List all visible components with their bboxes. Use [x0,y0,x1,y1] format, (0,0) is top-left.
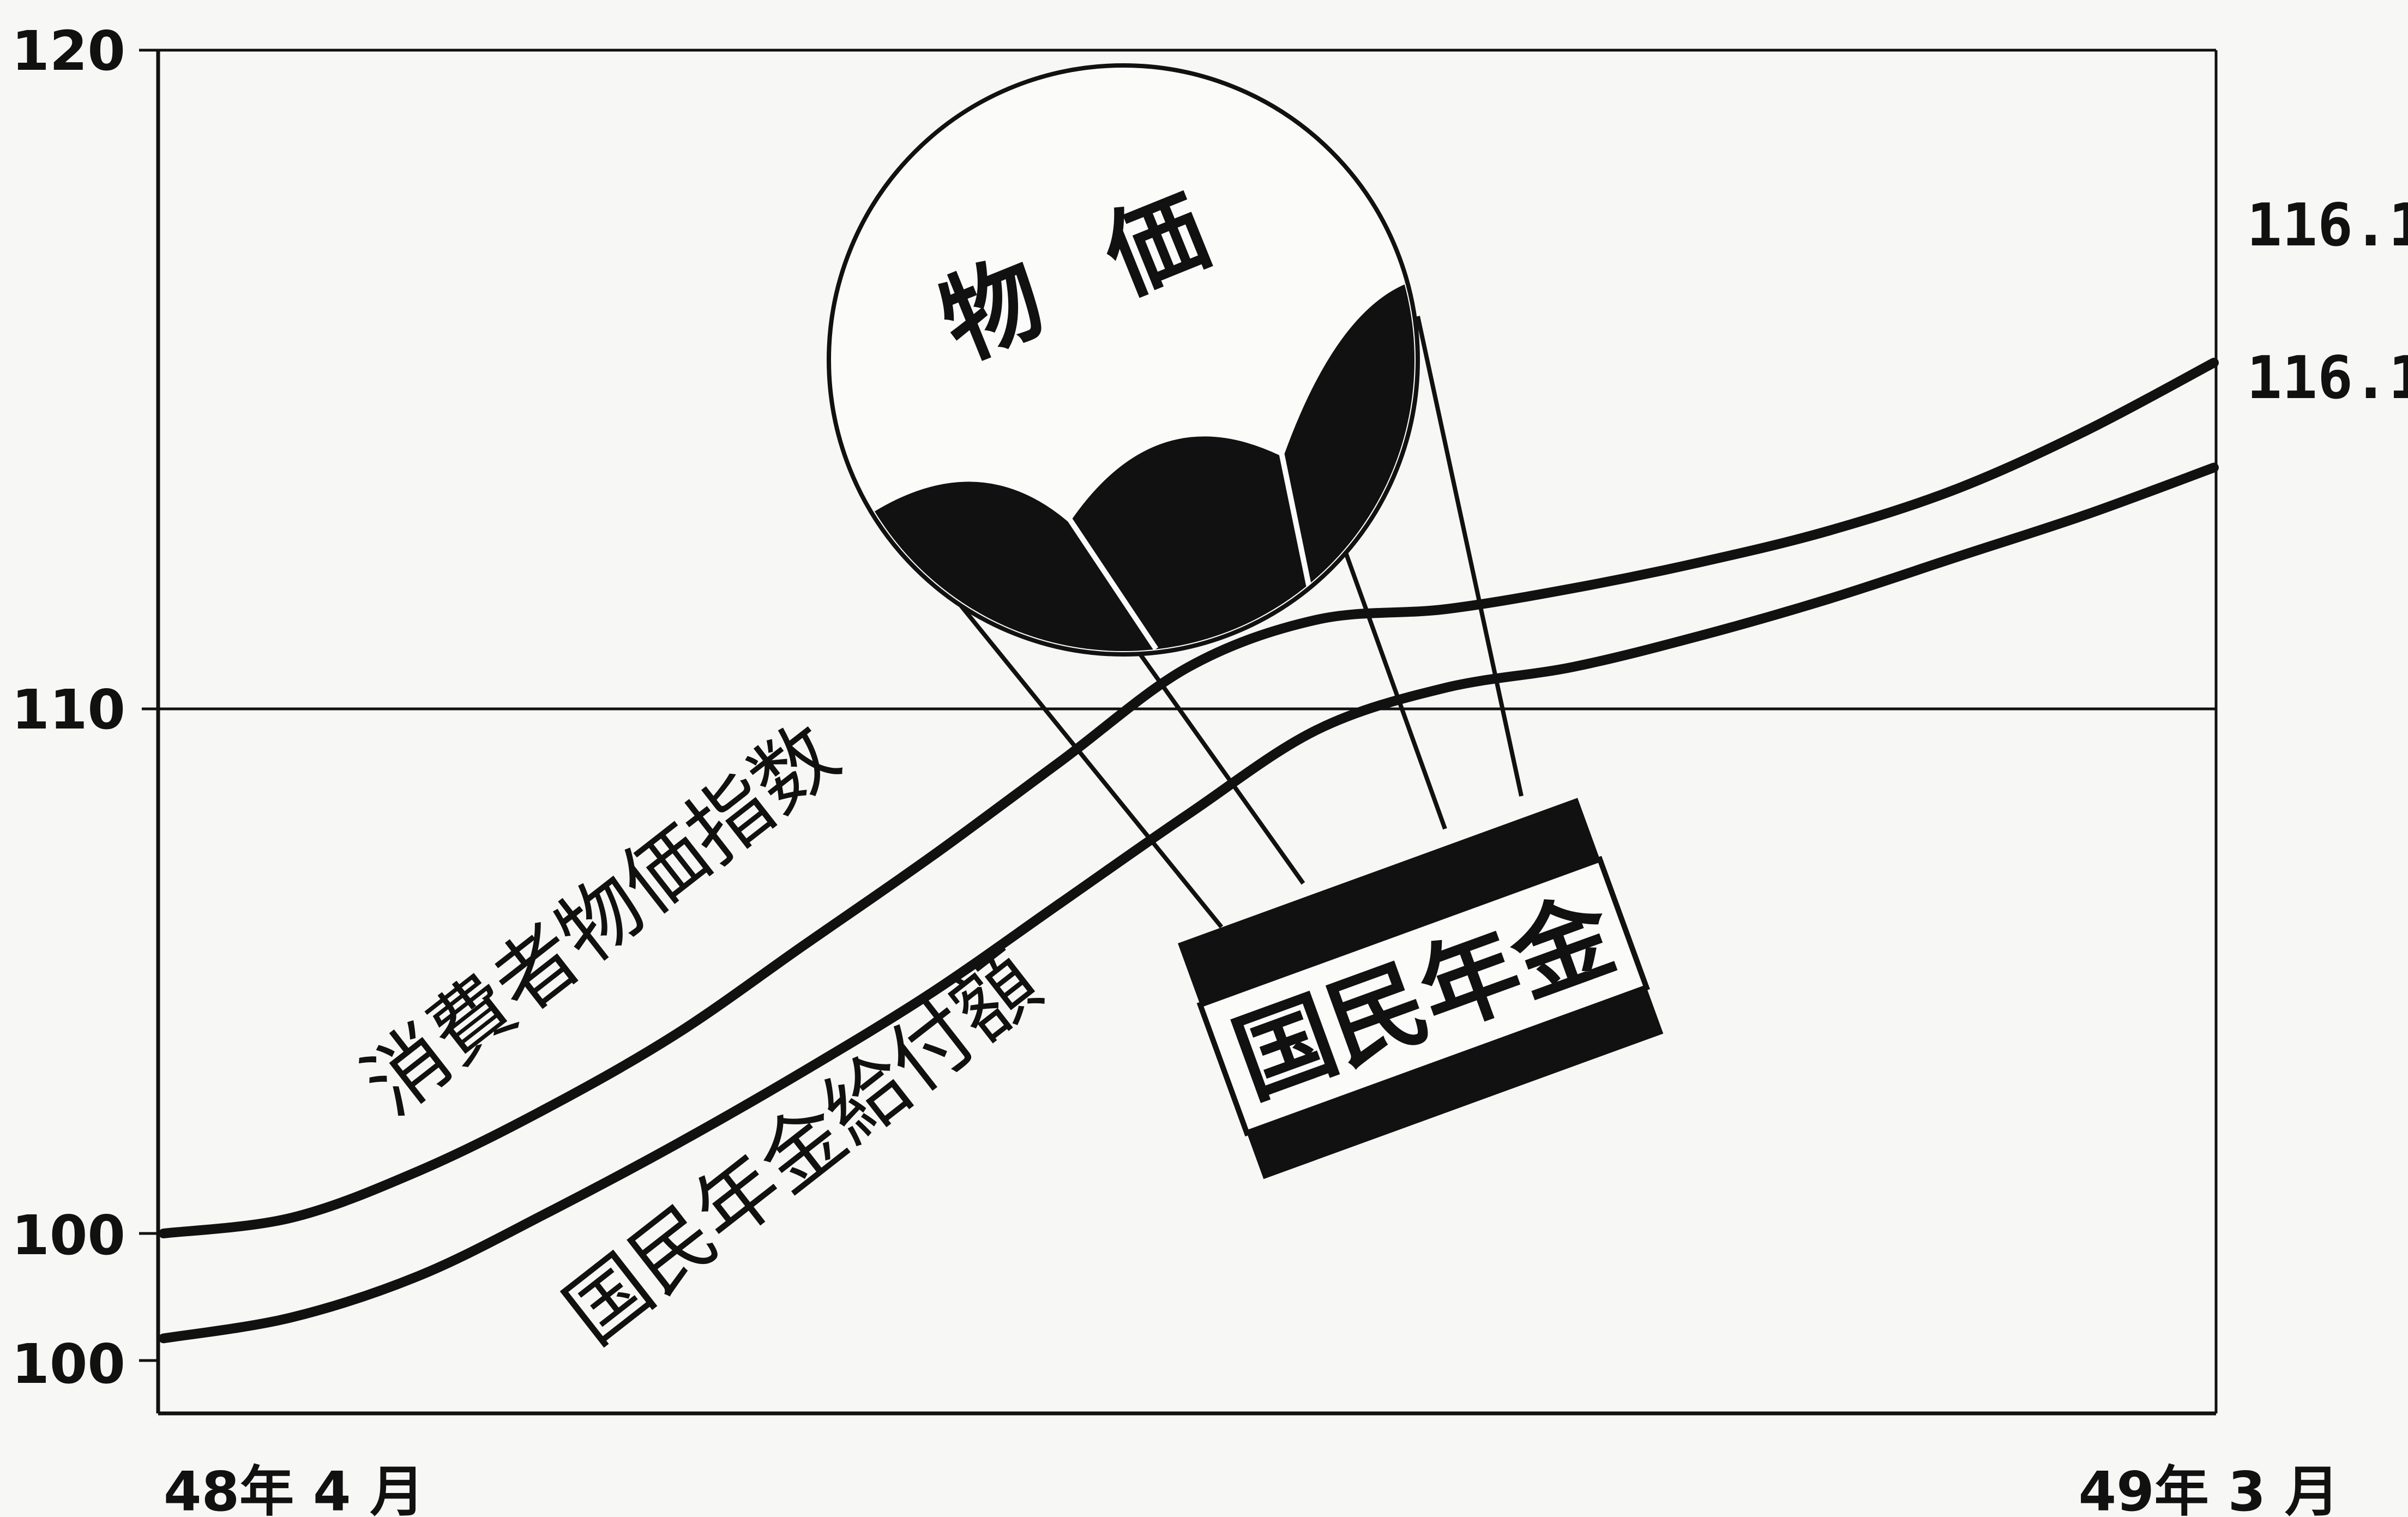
basket-bottom-band [1247,987,1664,1179]
series-line-pension [159,462,2219,1344]
y-tick-label-100: 100 [11,1203,125,1267]
balloon-rope-4 [1416,316,1524,797]
series-end-label-cpi: 116.1 [2247,191,2408,260]
basket-top-band [1178,798,1600,1005]
series-end-label-pension: 116.1 [2247,344,2408,412]
series-line-cpi [159,358,2219,1238]
x-tick-label-start: 48年 4 月 [164,1460,424,1517]
balloon-illustration: 物 価 国民年金 [827,63,1664,1179]
y-tick-label-120: 120 [11,19,125,83]
y-tick-label-98: 100 [11,1332,125,1396]
series-name-label-pension: 国民年金給付額 [548,935,1058,1363]
y-tick-label-110: 110 [11,678,125,742]
balloon-basket: 国民年金 [1178,798,1664,1179]
x-tick-label-end: 49年 3 月 [2079,1460,2339,1517]
series-name-label-cpi: 消費者物価指数 [346,706,856,1134]
